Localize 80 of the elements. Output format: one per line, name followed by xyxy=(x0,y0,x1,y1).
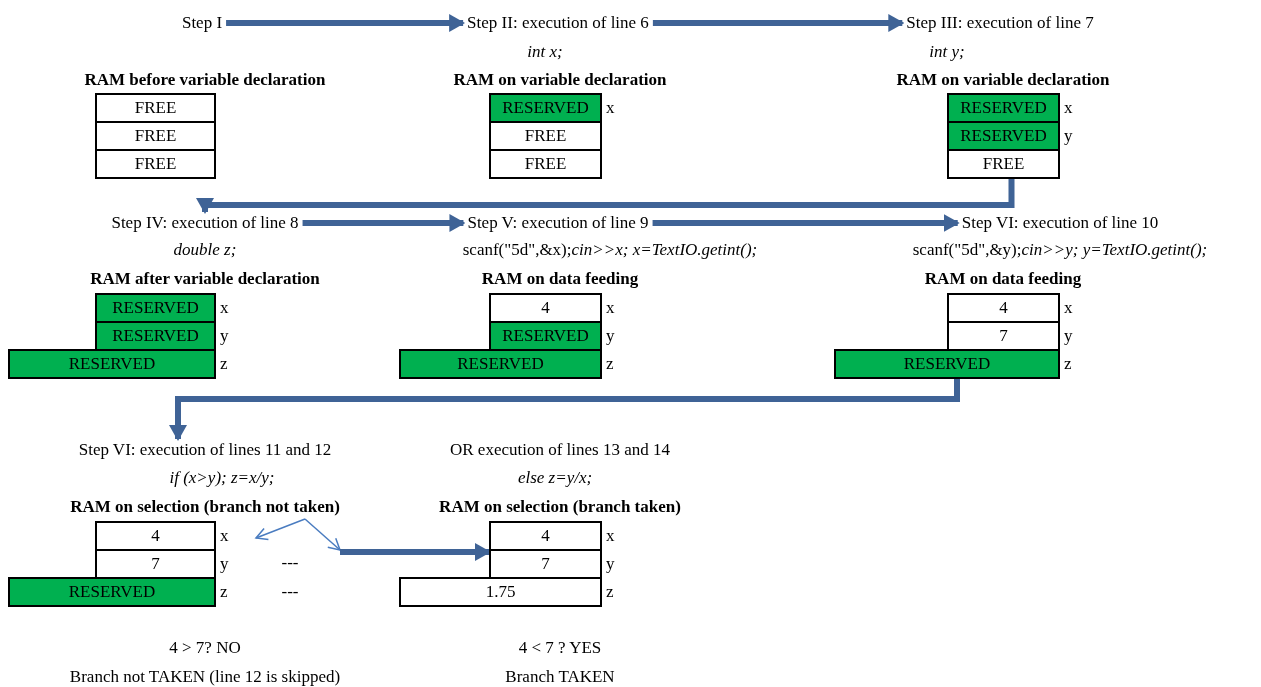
arrow xyxy=(340,543,491,561)
variable-name: y xyxy=(1064,125,1073,147)
step-title: Step IV: execution of line 8 xyxy=(111,212,299,234)
arrow xyxy=(169,379,960,441)
memory-heading: RAM on data feeding xyxy=(481,268,639,290)
memory-cell: FREE xyxy=(95,149,216,179)
memory-cell: RESERVED xyxy=(399,349,602,379)
note: Branch TAKEN xyxy=(505,666,615,687)
memory-heading: RAM on selection (branch not taken) xyxy=(70,496,340,518)
memory-cell: RESERVED xyxy=(8,577,216,607)
variable-name: z xyxy=(220,581,228,603)
variable-name: y xyxy=(220,325,229,347)
variable-name: z xyxy=(1064,353,1072,375)
memory-cell: RESERVED xyxy=(947,93,1060,123)
arrow xyxy=(255,518,306,541)
memory-cell: 4 xyxy=(95,521,216,551)
variable-name: z xyxy=(220,353,228,375)
memory-heading: RAM on data feeding xyxy=(924,268,1082,290)
arrow xyxy=(196,179,1015,214)
code-line: else z=y/x; xyxy=(517,467,593,489)
step-title: Step I xyxy=(181,12,223,34)
variable-name: x xyxy=(606,297,615,319)
memory-cell: 1.75 xyxy=(399,577,602,607)
memory-cell: RESERVED xyxy=(95,293,216,323)
variable-name: x xyxy=(606,525,615,547)
variable-name: x xyxy=(1064,97,1073,119)
memory-cell: FREE xyxy=(95,93,216,123)
variable-name: x xyxy=(220,525,229,547)
arrow xyxy=(302,214,466,232)
step-title: Step VI: execution of lines 11 and 12 xyxy=(78,439,332,461)
memory-cell: FREE xyxy=(947,149,1060,179)
variable-name: x xyxy=(606,97,615,119)
memory-cell: 7 xyxy=(489,549,602,579)
arrow xyxy=(226,14,466,32)
memory-cell: RESERVED xyxy=(489,93,602,123)
condition-text: 4 > 7? NO xyxy=(169,637,241,659)
memory-cell: FREE xyxy=(489,121,602,151)
code-line: double z; xyxy=(173,239,237,261)
variable-name: y xyxy=(606,553,615,575)
memory-cell: RESERVED xyxy=(8,349,216,379)
variable-name: y xyxy=(606,325,615,347)
step-title: Step II: execution of line 6 xyxy=(467,12,649,34)
step-title: Step VI: execution of line 10 xyxy=(961,212,1159,234)
code-line: int x; xyxy=(527,41,563,63)
memory-cell: 4 xyxy=(947,293,1060,323)
variable-name: y xyxy=(1064,325,1073,347)
memory-heading: RAM after variable declaration xyxy=(90,268,320,290)
code-line: int y; xyxy=(929,41,965,63)
memory-heading: RAM before variable declaration xyxy=(84,69,326,91)
variable-name: x xyxy=(1064,297,1073,319)
memory-cell: RESERVED xyxy=(947,121,1060,151)
variable-name: z xyxy=(606,353,614,375)
memory-cell: RESERVED xyxy=(834,349,1060,379)
arrow xyxy=(652,214,960,232)
memory-cell: RESERVED xyxy=(489,321,602,351)
step-title: OR execution of lines 13 and 14 xyxy=(450,439,670,461)
variable-name: x xyxy=(220,297,229,319)
arrow xyxy=(652,14,905,32)
memory-cell: RESERVED xyxy=(95,321,216,351)
code-line: scanf("5d",&y);cin>>y; y=TextIO.getint(); xyxy=(912,239,1208,261)
memory-cell: 7 xyxy=(947,321,1060,351)
code-line: scanf("5d",&x);cin>>x; x=TextIO.getint(); xyxy=(462,239,758,261)
memory-cell: 4 xyxy=(489,293,602,323)
note: Branch not TAKEN (line 12 is skipped) xyxy=(69,666,341,687)
memory-cell: FREE xyxy=(95,121,216,151)
memory-cell: 4 xyxy=(489,521,602,551)
memory-heading: RAM on variable declaration xyxy=(896,69,1110,91)
variable-name: y xyxy=(220,553,229,575)
condition-text: 4 < 7 ? YES xyxy=(518,637,602,659)
placeholder-dash: --- xyxy=(281,552,299,574)
code-line: if (x>y); z=x/y; xyxy=(169,467,275,489)
memory-heading: RAM on variable declaration xyxy=(453,69,667,91)
placeholder-dash: --- xyxy=(281,581,299,603)
memory-cell: FREE xyxy=(489,149,602,179)
step-title: Step III: execution of line 7 xyxy=(906,12,1094,34)
memory-cell: 7 xyxy=(95,549,216,579)
memory-heading: RAM on selection (branch taken) xyxy=(439,496,681,518)
step-title: Step V: execution of line 9 xyxy=(467,212,649,234)
arrow xyxy=(304,518,341,551)
variable-name: z xyxy=(606,581,614,603)
